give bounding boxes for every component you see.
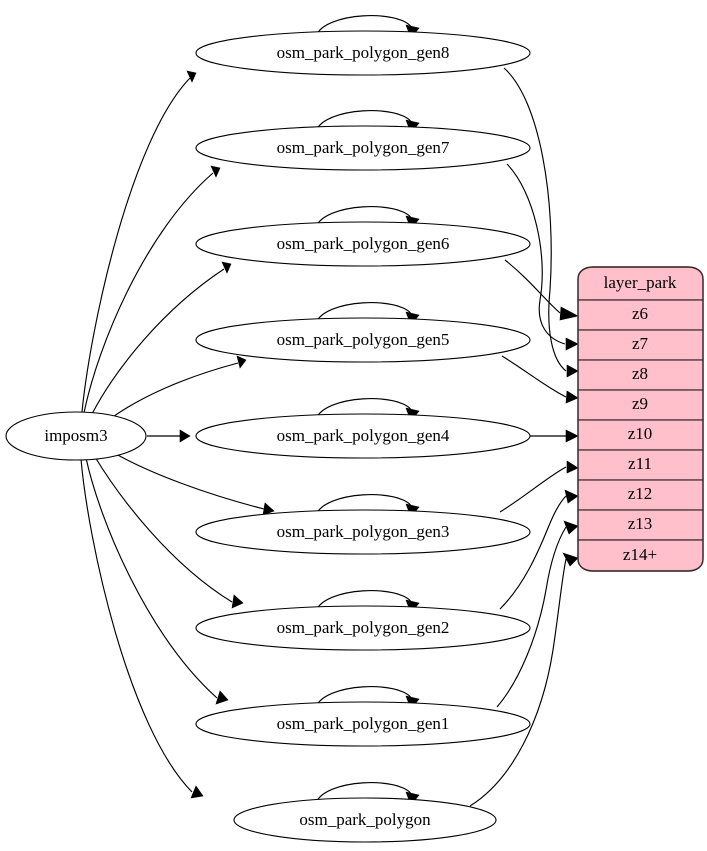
node-osm-park-polygon-gen8[interactable]: osm_park_polygon_gen8 [195, 15, 531, 76]
edge-imposm3-to-gen2 [94, 456, 244, 609]
edge-gen3-to-z11 [499, 460, 579, 513]
table-row-z10[interactable] [577, 419, 704, 451]
edges-from-source [80, 70, 275, 799]
node-osm-park-polygon-gen7[interactable]: osm_park_polygon_gen7 [195, 110, 531, 171]
node-osm-park-polygon[interactable]: osm_park_polygon [233, 782, 497, 843]
edge-gen2-to-z12 [499, 489, 579, 610]
self-loop-gen4 [315, 398, 413, 420]
edge-gen1-to-z13 [496, 520, 579, 708]
node-osm-park-polygon-gen2[interactable]: osm_park_polygon_gen2 [195, 590, 531, 651]
self-loop-gen6 [315, 206, 413, 228]
node-label: osm_park_polygon_gen5 [277, 330, 450, 349]
node-label: osm_park_polygon_gen6 [277, 234, 450, 253]
table-row-z6[interactable] [577, 299, 704, 331]
table-row-label-z8: z8 [632, 364, 648, 383]
node-label: osm_park_polygon_gen8 [277, 43, 450, 62]
edge-gen5-to-z9 [501, 355, 579, 404]
table-row-label-z14plus: z14+ [623, 545, 657, 564]
table-header-label: layer_park [604, 273, 677, 292]
self-loop-gen5 [315, 302, 413, 324]
table-row-z8[interactable] [577, 359, 704, 391]
table-row-label-z12: z12 [628, 484, 653, 503]
edges-to-table [469, 67, 579, 807]
edge-imposm3-to-gen8 [81, 70, 197, 413]
node-osm-park-polygon-gen5[interactable]: osm_park_polygon_gen5 [195, 302, 531, 363]
self-loop-gen7 [315, 110, 413, 132]
table-outline [577, 266, 704, 572]
edge-imposm3-to-gen5 [109, 355, 247, 420]
edge-gen7-to-z7 [506, 163, 579, 351]
node-label: imposm3 [44, 426, 107, 445]
edge-gen4-to-z10 [530, 429, 579, 443]
table-row-z7[interactable] [577, 329, 704, 361]
self-loop-polygon [315, 782, 413, 804]
self-loop-gen2 [315, 590, 413, 612]
node-osm-park-polygon-gen1[interactable]: osm_park_polygon_gen1 [195, 686, 531, 747]
self-loop-gen1 [315, 686, 413, 708]
node-label: osm_park_polygon_gen3 [277, 522, 450, 541]
node-osm-park-polygon-gen4[interactable]: osm_park_polygon_gen4 [195, 398, 531, 459]
table-row-label-z6: z6 [632, 304, 648, 323]
node-label: osm_park_polygon_gen4 [277, 426, 450, 445]
table-row-label-z10: z10 [628, 424, 653, 443]
edge-imposm3-to-gen1 [85, 457, 229, 705]
self-loop-gen3 [315, 494, 413, 516]
self-loop-gen8 [315, 15, 413, 37]
edge-imposm3-to-gen3 [115, 453, 275, 516]
node-label: osm_park_polygon_gen7 [277, 138, 450, 157]
table-row-label-z13: z13 [628, 514, 653, 533]
node-label: osm_park_polygon_gen2 [277, 618, 450, 637]
edge-polygon-to-z14plus [469, 552, 579, 807]
edge-imposm3-to-gen6 [91, 261, 232, 415]
node-imposm3[interactable]: imposm3 [5, 411, 147, 461]
node-label: osm_park_polygon_gen1 [277, 714, 450, 733]
table-row-label-z11: z11 [628, 454, 652, 473]
table-row-label-z7: z7 [632, 334, 649, 353]
node-osm-park-polygon-gen6[interactable]: osm_park_polygon_gen6 [195, 206, 531, 267]
edge-imposm3-to-gen4 [147, 429, 191, 443]
node-osm-park-polygon-gen3[interactable]: osm_park_polygon_gen3 [195, 494, 531, 555]
edge-gen8-to-z8 [503, 67, 579, 378]
node-label: osm_park_polygon [299, 810, 431, 829]
table-row-label-z9: z9 [632, 394, 648, 413]
table-row-z11[interactable] [577, 449, 704, 481]
edge-gen6-to-z6 [504, 259, 579, 321]
edge-imposm3-to-polygon [80, 458, 204, 799]
table-layer-park[interactable]: layer_park z6 z7 z8 z9 z10 z11 z12 z13 z… [577, 266, 704, 572]
edge-imposm3-to-gen7 [83, 165, 221, 414]
